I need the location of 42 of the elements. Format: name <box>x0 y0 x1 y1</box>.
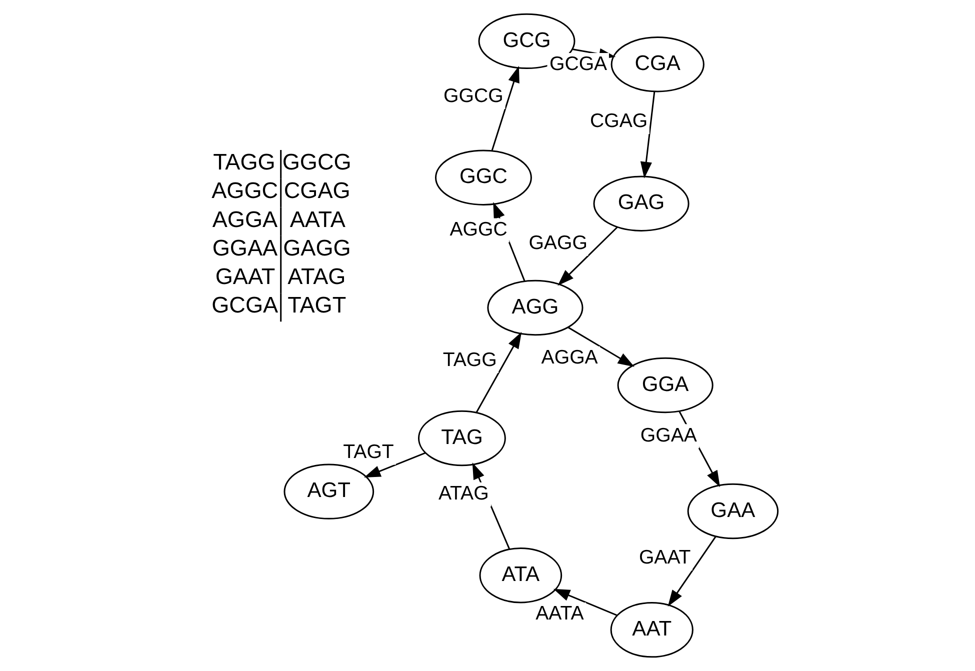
arrow <box>567 326 634 367</box>
edge-label: GCGA <box>548 53 607 76</box>
edge-label: GAGG <box>528 232 587 254</box>
label: GCGA <box>211 292 278 318</box>
label: AGGA <box>212 206 278 232</box>
node-ellipse: AAT <box>610 602 693 658</box>
arrow <box>640 92 655 178</box>
label: TAGG <box>212 150 275 175</box>
node-ellipse: GAA <box>686 483 778 540</box>
arrow <box>364 452 426 478</box>
edge-label: AGGA <box>540 346 598 369</box>
edge-label: AATA <box>535 602 584 625</box>
label: GGCG <box>282 150 351 175</box>
edge-label: GAAT <box>638 546 690 569</box>
node-ellipse: ATA <box>478 548 562 604</box>
edge-label: GGAA <box>640 424 696 446</box>
node-ellipse: GGA <box>616 357 713 414</box>
label: AATA <box>289 206 346 232</box>
node-ellipse: CGA <box>610 36 704 92</box>
label: CGAG <box>283 178 350 204</box>
node-ellipse: GGC <box>434 150 532 206</box>
label: GAGG <box>282 235 350 260</box>
node-ellipse: TAG <box>417 410 506 466</box>
edge-label: ATAG <box>438 482 488 505</box>
node-ellipse: AGG <box>486 280 583 336</box>
label: ATAG <box>287 264 346 290</box>
edge-label: AGGC <box>449 218 507 240</box>
label: AGGC <box>211 178 278 204</box>
label: TAGT <box>287 292 346 318</box>
label: GGAA <box>212 235 278 260</box>
arrow <box>475 332 522 413</box>
arrow <box>552 588 616 616</box>
arrow <box>557 226 618 286</box>
node-ellipse: GAG <box>592 176 689 232</box>
edge-label: TAGT <box>342 440 394 463</box>
arrow <box>490 66 519 151</box>
label: GAAT <box>214 264 275 290</box>
edge-label: GGCG <box>443 85 503 108</box>
node-ellipse: AGT <box>283 464 374 520</box>
arrow <box>667 536 716 607</box>
edge-label: TAGG <box>442 349 496 372</box>
edge-label: CGAG <box>589 110 648 132</box>
